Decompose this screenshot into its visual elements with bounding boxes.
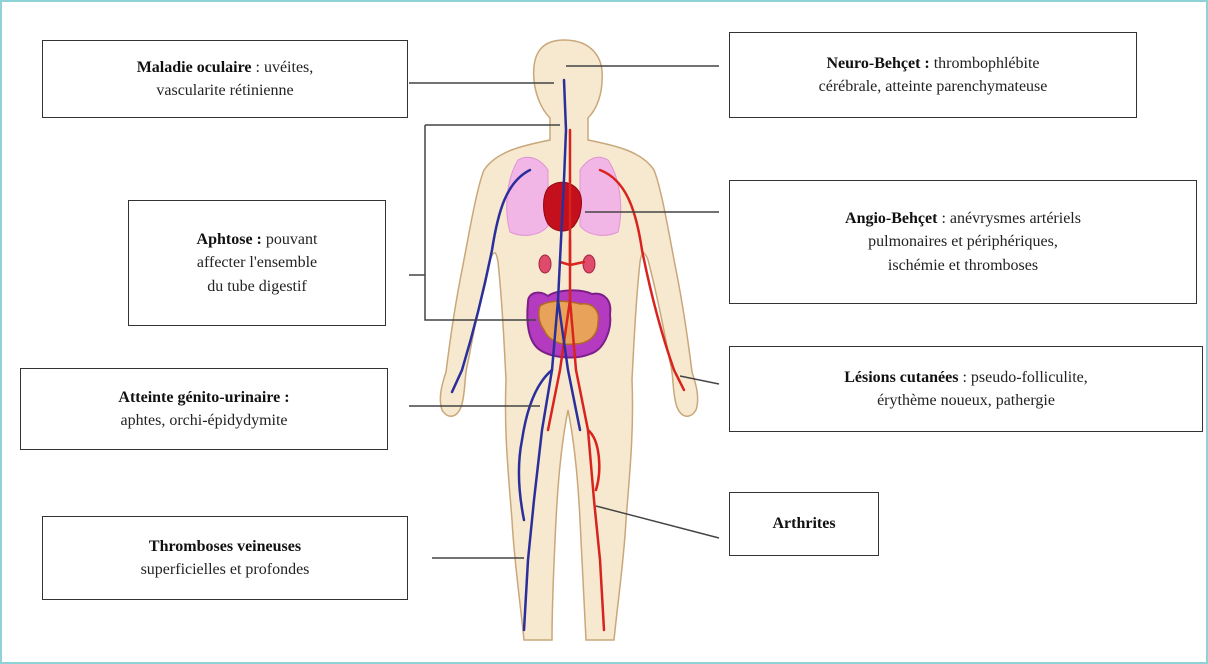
label-lesions-cutanees: Lésions cutanées : pseudo-folliculite, é…	[729, 346, 1203, 432]
label-arthrites: Arthrites	[729, 492, 879, 556]
label-title: Maladie oculaire	[137, 59, 252, 76]
label-title: Aphtose :	[197, 231, 262, 248]
label-atteinte-genito-urinaire: Atteinte génito-urinaire : aphtes, orchi…	[20, 368, 388, 450]
label-text: uvéites,	[264, 59, 313, 76]
label-text: pouvant	[262, 231, 318, 248]
label-text: érythème noueux, pathergie	[877, 392, 1055, 409]
label-title: Arthrites	[772, 515, 835, 532]
label-aphtose: Aphtose : pouvant affecter l'ensemble du…	[128, 200, 386, 326]
label-text: pulmonaires et périphériques,	[868, 233, 1058, 250]
label-separator: :	[252, 59, 264, 76]
label-text: affecter l'ensemble	[197, 254, 317, 271]
label-separator: :	[958, 369, 970, 386]
label-text: pseudo-folliculite,	[971, 369, 1088, 386]
label-text: aphtes, orchi-épidydymite	[120, 412, 287, 429]
label-separator: :	[937, 210, 949, 227]
label-text: superficielles et profondes	[141, 561, 310, 578]
label-title: Lésions cutanées	[844, 369, 958, 386]
label-title: Neuro-Behçet :	[827, 55, 930, 72]
label-thromboses-veineuses: Thromboses veineuses superficielles et p…	[42, 516, 408, 600]
label-text: ischémie et thromboses	[888, 257, 1038, 274]
label-text: anévrysmes artériels	[950, 210, 1081, 227]
label-text: du tube digestif	[207, 278, 307, 295]
label-maladie-oculaire: Maladie oculaire : uvéites, vascularite …	[42, 40, 408, 118]
label-title: Atteinte génito-urinaire :	[118, 389, 289, 406]
label-angio-behcet: Angio-Behçet : anévrysmes artériels pulm…	[729, 180, 1197, 304]
label-title: Thromboses veineuses	[149, 538, 301, 555]
label-neuro-behcet: Neuro-Behçet : thrombophlébite cérébrale…	[729, 32, 1137, 118]
label-text: thrombophlébite	[930, 55, 1040, 72]
label-text: vascularite rétinienne	[156, 82, 293, 99]
label-text: cérébrale, atteinte parenchymateuse	[819, 78, 1048, 95]
label-title: Angio-Behçet	[845, 210, 937, 227]
